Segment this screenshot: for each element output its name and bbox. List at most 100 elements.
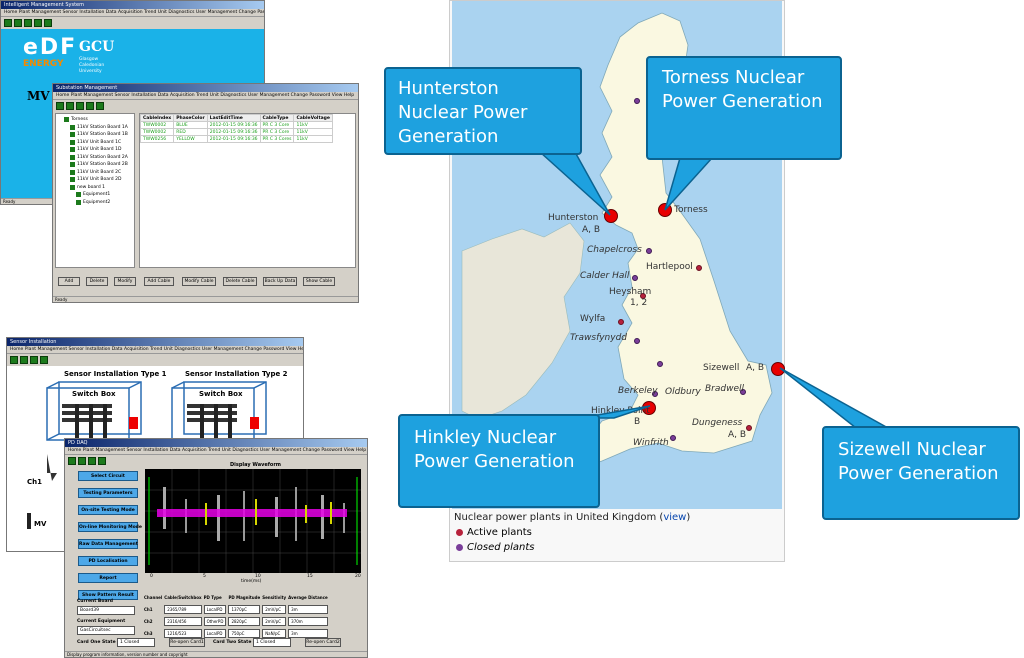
testing-parameters-button[interactable]: Testing Parameters <box>78 488 138 498</box>
sensor-type2-label: Sensor Installation Type 2 <box>185 370 288 378</box>
tree-node[interactable]: Equipment2 <box>64 199 134 207</box>
node-icon <box>76 192 81 198</box>
add-button[interactable]: Add <box>58 277 80 286</box>
reopen-card1-button[interactable]: Re-open Card1 <box>169 638 205 647</box>
toolbar-icon[interactable] <box>56 102 64 110</box>
closed-plant-marker <box>670 435 676 441</box>
toolbar-icon[interactable] <box>76 102 84 110</box>
heysham-label: Heysham <box>609 287 652 297</box>
active-plant-marker <box>618 319 624 325</box>
pd-localisation-button[interactable]: PD Localisation <box>78 556 138 566</box>
add-cable-button[interactable]: Add Cable <box>144 277 174 286</box>
toolbar-icon[interactable] <box>20 356 28 364</box>
sensor-toolbar[interactable] <box>7 354 303 366</box>
card-one-field[interactable]: 1 Closed <box>117 638 155 647</box>
delete-button[interactable]: Delete <box>86 277 108 286</box>
gcu-name: Glasgow Caledonian University <box>79 57 105 74</box>
switch-box-2-label: Switch Box <box>199 390 243 398</box>
toolbar-icon[interactable] <box>24 19 32 27</box>
sensor-type1-label: Sensor Installation Type 1 <box>64 370 167 378</box>
reopen-card2-button[interactable]: Re-open Card2 <box>305 638 341 647</box>
onsite-testing-button[interactable]: On-site Testing Mode <box>78 505 138 515</box>
substation-window: Substation Management Home Plant Managem… <box>52 83 359 303</box>
main-mv-label: MV <box>27 89 50 103</box>
substation-toolbar[interactable] <box>53 100 358 112</box>
card-two-field[interactable]: 1 Closed <box>253 638 291 647</box>
closed-plant-marker <box>646 248 652 254</box>
current-board-field[interactable]: Board39 <box>77 606 135 615</box>
torness-callout: Torness Nuclear Power Generation <box>646 56 842 160</box>
toolbar-icon[interactable] <box>10 356 18 364</box>
oldbury-label: Oldbury <box>665 387 701 397</box>
delete-cable-button[interactable]: Delete Cable <box>223 277 257 286</box>
active-plant-marker <box>746 425 752 431</box>
toolbar-icon[interactable] <box>66 102 74 110</box>
tree-node[interactable]: 11kV Unit Board 1D <box>64 146 134 154</box>
sizewell-highlight-marker <box>771 362 785 376</box>
current-board-label: Current Board <box>77 599 113 604</box>
map-view-link[interactable]: view <box>663 512 687 523</box>
waveform-title: Display Waveform <box>230 462 282 468</box>
substation-menu[interactable]: Home Plant Management Sensor Installatio… <box>53 92 358 100</box>
tree-node[interactable]: 11kV Station Board 2A <box>64 154 134 162</box>
x-axis-label: time(ms) <box>241 579 262 584</box>
toolbar-icon[interactable] <box>34 19 42 27</box>
select-circuit-button[interactable]: Select Circuit <box>78 471 138 481</box>
toolbar-icon[interactable] <box>68 457 76 465</box>
toolbar-icon[interactable] <box>40 356 48 364</box>
sensor-mv-label: MV <box>34 520 47 528</box>
hunterston-label: Hunterston <box>548 213 599 223</box>
main-window-menu[interactable]: Home Plant Management Sensor Installatio… <box>1 9 264 17</box>
node-icon <box>70 132 75 138</box>
toolbar-icon[interactable] <box>14 19 22 27</box>
backup-data-button[interactable]: Back Up Data <box>263 277 297 286</box>
node-icon <box>70 169 75 175</box>
switch-box-1 <box>46 381 142 444</box>
main-toolbar[interactable] <box>1 17 264 29</box>
modify-button[interactable]: Modify <box>114 277 136 286</box>
x-tick-0: 0 <box>150 574 153 579</box>
tree-node[interactable]: 11kV Station Board 2B <box>64 161 134 169</box>
toolbar-icon[interactable] <box>88 457 96 465</box>
tree-node[interactable]: new board 1 <box>64 184 134 192</box>
pd-toolbar[interactable] <box>65 455 367 467</box>
modify-cable-button[interactable]: Modify Cable <box>182 277 216 286</box>
tree-node[interactable]: 11kV Station Board 1B <box>64 131 134 139</box>
plant-tree[interactable]: Torness 11kV Station Board 1A 11kV Stati… <box>55 113 135 268</box>
tree-node[interactable]: 11kV Unit Board 1C <box>64 139 134 147</box>
show-cable-button[interactable]: Show Cable <box>303 277 335 286</box>
card-one-label: Card One State <box>77 640 116 645</box>
toolbar-icon[interactable] <box>78 457 86 465</box>
pd-menu[interactable]: Home Plant Management Sensor Installatio… <box>65 447 367 455</box>
pd-nav-panel: Select Circuit Testing Parameters On-sit… <box>73 469 143 607</box>
tree-node[interactable]: Torness <box>64 116 134 124</box>
substation-title: Substation Management <box>53 84 358 92</box>
toolbar-icon[interactable] <box>44 19 52 27</box>
tree-node[interactable]: 11kV Unit Board 2D <box>64 176 134 184</box>
tree-node[interactable]: 11kV Station Board 1A <box>64 124 134 132</box>
sensor-menu[interactable]: Home Plant Management Sensor Installatio… <box>7 346 303 354</box>
current-equipment-label: Current Equipment <box>77 619 126 624</box>
current-equipment-field[interactable]: GasCircuitsec <box>77 626 135 635</box>
legend-active: Active plants <box>456 527 532 538</box>
tree-node[interactable]: 11kV Unit Board 2C <box>64 169 134 177</box>
toolbar-icon[interactable] <box>86 102 94 110</box>
show-pattern-button[interactable]: Show Pattern Result <box>78 590 138 600</box>
toolbar-icon[interactable] <box>4 19 12 27</box>
closed-plant-marker <box>657 361 663 367</box>
toolbar-icon[interactable] <box>96 102 104 110</box>
closed-legend-dot <box>456 544 463 551</box>
report-button[interactable]: Report <box>78 573 138 583</box>
toolbar-icon[interactable] <box>98 457 106 465</box>
raw-data-button[interactable]: Raw Data Management <box>78 539 138 549</box>
x-tick-15: 15 <box>307 574 313 579</box>
toolbar-icon[interactable] <box>30 356 38 364</box>
online-monitoring-button[interactable]: On-line Monitoring Mode <box>78 522 142 532</box>
tree-node[interactable]: Equipment1 <box>64 191 134 199</box>
hartlepool-label: Hartlepool <box>646 262 693 272</box>
hunterston-ab-label: A, B <box>582 225 601 235</box>
